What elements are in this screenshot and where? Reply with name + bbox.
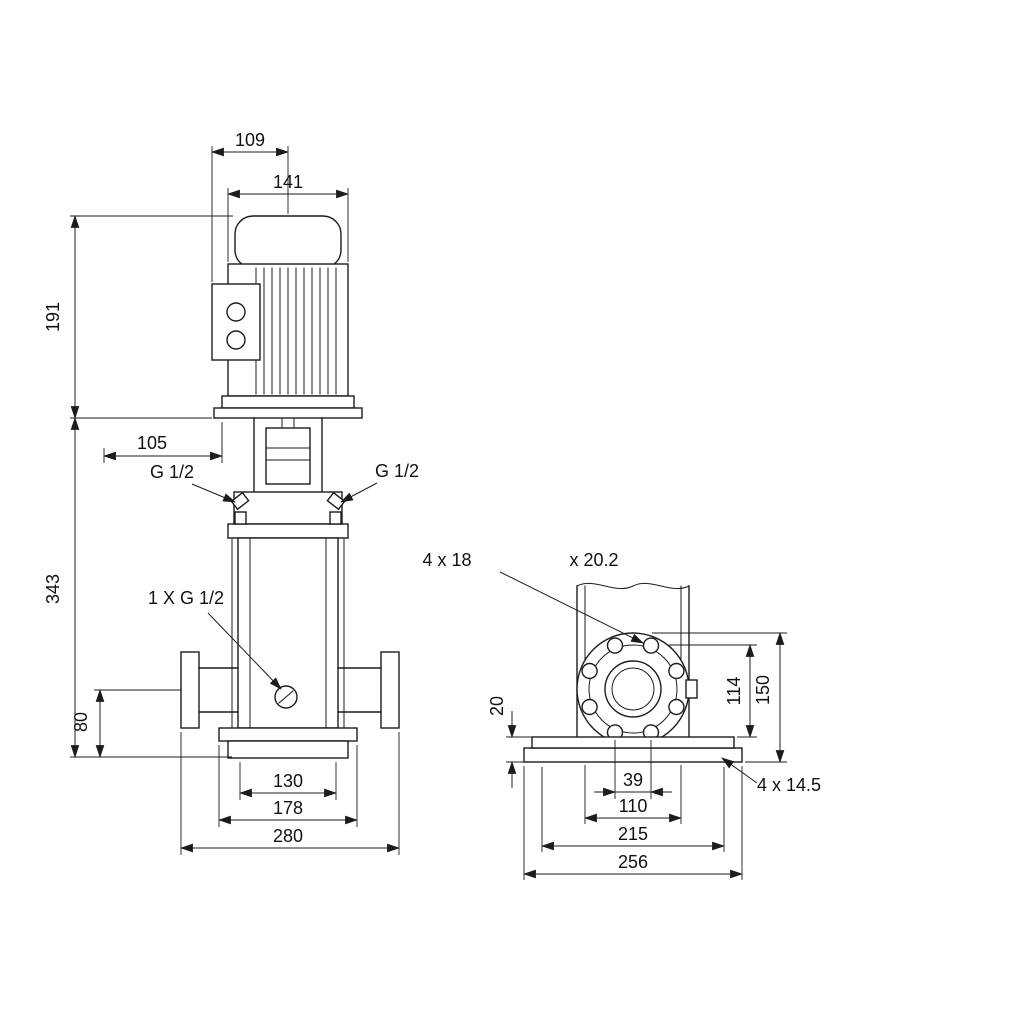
coupling-guard: [265, 427, 311, 485]
break-line: [576, 582, 690, 590]
drain-plug: [274, 685, 298, 709]
callout-drain-port: 1 X G 1/2: [148, 588, 282, 690]
dim-label-110: 110: [619, 796, 648, 816]
stool-sides: [253, 417, 323, 493]
bolt-hole: [668, 698, 685, 716]
label-flange-spotface: x 20.2: [569, 550, 618, 570]
pipe-stubs: [198, 667, 382, 713]
terminal-box: [211, 283, 261, 361]
pump-head: [227, 491, 349, 539]
dim-pump-height: 343: [43, 416, 232, 759]
dim-port-height: 80: [71, 688, 181, 759]
shaft-lines: [281, 417, 295, 429]
base-foot: [227, 740, 349, 759]
staybolt-nut-right: [329, 511, 342, 525]
dim-label-141: 141: [273, 172, 303, 192]
bolt-hole: [581, 662, 598, 680]
dim-label-343: 343: [43, 574, 63, 604]
dim-motor-cable-offset: 109: [210, 130, 290, 282]
flange-face-left: [180, 651, 200, 729]
dim-hole-pitch-large: 110: [583, 765, 683, 824]
pump-base: [218, 727, 358, 759]
bolt-hole: [606, 637, 624, 654]
dim-label-150: 150: [753, 675, 773, 705]
motor-stool: [253, 417, 323, 493]
cable-entry-hole: [226, 330, 246, 350]
gauge-plug-left: [230, 491, 250, 511]
label-g12-right: G 1/2: [375, 461, 419, 481]
dim-label-20: 20: [487, 696, 507, 716]
dim-label-256: 256: [618, 852, 648, 872]
dim-label-130: 130: [273, 771, 303, 791]
label-flange-holes: 4 x 18: [422, 550, 471, 570]
motor-flange: [221, 395, 355, 409]
dim-label-80: 80: [71, 712, 91, 732]
dim-label-280: 280: [273, 826, 303, 846]
column-inner-lines: [584, 585, 682, 661]
dim-label-215: 215: [618, 824, 648, 844]
dim-head-clearance: 105: [102, 422, 224, 463]
dim-label-39: 39: [623, 770, 643, 790]
label-base-holes: 4 x 14.5: [757, 775, 821, 795]
base-plate-side: [523, 736, 743, 763]
flange-bore-circle: [604, 660, 662, 718]
dim-label-178: 178: [273, 798, 303, 818]
dim-hole-pitch-small: 39: [594, 740, 672, 799]
pump-column: [576, 582, 690, 738]
clamp-tab: [685, 679, 698, 699]
head-plate: [227, 523, 349, 539]
dim-base-plate-width: 178: [217, 745, 359, 827]
drain-plug-slot: [278, 690, 294, 704]
staybolts: [231, 537, 345, 729]
outer-sleeve: [237, 537, 339, 729]
callout-gauge-port-left: G 1/2: [150, 462, 236, 503]
dim-label-109: 109: [235, 130, 265, 150]
base-bottom-plate: [523, 747, 743, 763]
chamber-stack: [231, 537, 345, 729]
dim-label-114: 114: [724, 677, 744, 706]
flange-bore-inner: [611, 667, 655, 711]
mounting-flange: [576, 632, 698, 746]
motor-fan-cover: [234, 215, 342, 269]
pipe-flanges: [180, 651, 400, 729]
motor-flange-plate: [213, 407, 363, 419]
flange-face-right: [380, 651, 400, 729]
head-block: [233, 491, 343, 525]
label-g12-left: G 1/2: [150, 462, 194, 482]
callout-base-holes: 4 x 14.5: [721, 757, 821, 795]
base-top-plate: [218, 727, 358, 742]
callout-flange-holes: 4 x 18 x 20.2: [422, 550, 644, 644]
dim-label-191: 191: [43, 302, 63, 332]
side-view: 4 x 18 x 20.2 20 114 150 39: [422, 550, 821, 880]
dim-label-105: 105: [137, 433, 167, 453]
front-view: 109 141 191 105 G 1/2 G 1/2: [43, 130, 419, 855]
dim-base-hole-pitch: 215: [540, 767, 726, 852]
callout-gauge-port-right: G 1/2: [340, 461, 419, 503]
bolt-hole: [581, 698, 598, 716]
base-top-plate: [531, 736, 735, 749]
dim-base-slot-width: 130: [238, 762, 338, 800]
dim-flange-face-height: 114: [669, 643, 757, 739]
dim-base-length: 256: [522, 766, 744, 880]
dim-motor-width: 141: [226, 172, 350, 262]
coupling-halves: [265, 447, 311, 461]
flange-raised-face: [588, 644, 678, 734]
dim-base-thickness: 20: [487, 696, 534, 788]
label-drain-port: 1 X G 1/2: [148, 588, 224, 608]
dim-flange-top-height: 150: [652, 631, 787, 764]
bolt-hole: [642, 637, 660, 654]
dim-motor-height: 191: [43, 214, 233, 420]
gauge-plug-right: [326, 491, 346, 511]
dim-overall-width: 280: [179, 732, 401, 855]
bolt-hole: [668, 662, 685, 680]
column-outer-lines: [576, 585, 690, 738]
cable-entry-hole: [226, 302, 246, 322]
staybolt-nut-left: [234, 511, 247, 525]
inner-sleeve-lines: [249, 537, 327, 729]
